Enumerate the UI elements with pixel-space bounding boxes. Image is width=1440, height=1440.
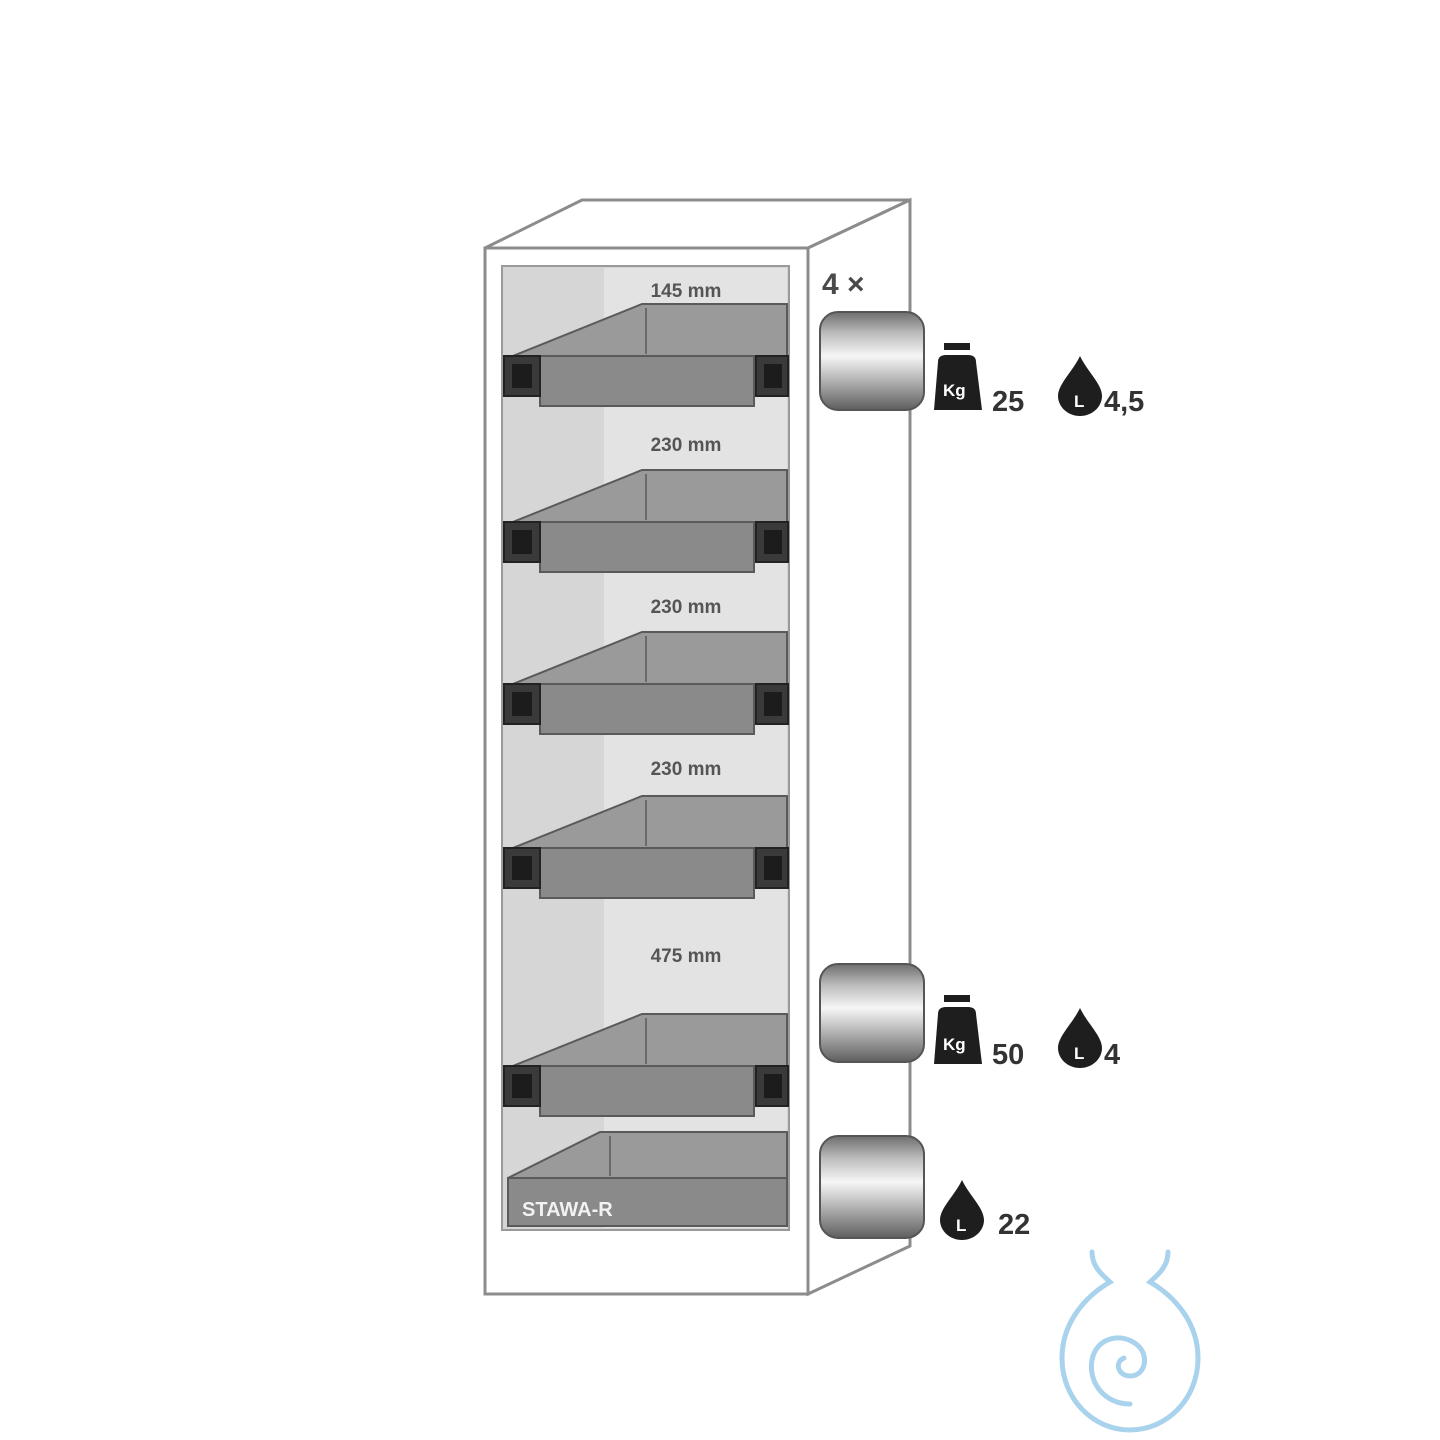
bracket-left (503, 683, 541, 725)
bracket-left-slot (512, 856, 532, 880)
spec-2-volume: 4 (1104, 1039, 1120, 1071)
spec-1-volume: 4,5 (1104, 386, 1144, 418)
tray-front (539, 1065, 755, 1117)
bracket-left-slot (512, 1074, 532, 1098)
weight-symbol: Kg (943, 1035, 966, 1054)
shelf-clearance-label: 145 mm (651, 281, 722, 302)
weight-icon: Kg (934, 343, 982, 410)
weight-icon: Kg (934, 995, 982, 1064)
tray-symbol-cylinder-1 (819, 311, 925, 411)
shelf-1: 145 mm (503, 281, 789, 407)
bracket-left-slot (512, 692, 532, 716)
shelves: 145 mm 230 mm 230 mm 230 mm 475 mm (503, 281, 789, 1117)
bracket-right (755, 521, 789, 563)
spec-2-weight: 50 (992, 1039, 1024, 1071)
tray-front (539, 355, 755, 407)
sump-symbol-cylinder (819, 1135, 925, 1239)
liquid-drop-icon: L (1058, 1008, 1102, 1068)
shelf-4: 230 mm (503, 759, 789, 899)
bracket-right-slot (764, 1074, 782, 1098)
shelf-clearance-label: 230 mm (651, 435, 722, 456)
shelf-clearance-label: 230 mm (651, 759, 722, 780)
bottom-sump: STAWA-R (507, 1131, 788, 1227)
shelf-3: 230 mm (503, 597, 789, 735)
shelf-clearance-label: 230 mm (651, 597, 722, 618)
tray-front (539, 683, 755, 735)
spec-1-weight: 25 (992, 386, 1024, 418)
liquid-drop-icon: L (940, 1180, 984, 1240)
spec-row-3: L 22 (940, 1180, 1030, 1241)
spec-row-1: Kg 25 L 4,5 (934, 343, 1144, 418)
bracket-right-slot (764, 364, 782, 388)
flask-logo (1059, 1249, 1201, 1433)
weight-symbol: Kg (943, 381, 966, 400)
tray-front (539, 521, 755, 573)
bracket-left-slot (512, 530, 532, 554)
tray-front (539, 847, 755, 899)
spec-3-volume: 22 (998, 1209, 1030, 1241)
spec-row-2: Kg 50 L 4 (934, 995, 1120, 1071)
bracket-left-slot (512, 364, 532, 388)
shelf-2: 230 mm (503, 435, 789, 573)
volume-symbol: L (1074, 392, 1084, 411)
sump-label: STAWA-R (522, 1199, 613, 1221)
tray-symbol-cylinder-2 (819, 963, 925, 1063)
multiplier-label: 4 × (822, 268, 865, 301)
volume-symbol: L (1074, 1044, 1084, 1063)
bracket-right-slot (764, 530, 782, 554)
shelf-5: 475 mm (503, 946, 789, 1117)
shelf-clearance-label: 475 mm (651, 946, 722, 967)
liquid-drop-icon: L (1058, 356, 1102, 416)
volume-symbol: L (956, 1216, 966, 1235)
bracket-right-slot (764, 692, 782, 716)
bracket-right-slot (764, 856, 782, 880)
bracket-left (503, 355, 541, 397)
